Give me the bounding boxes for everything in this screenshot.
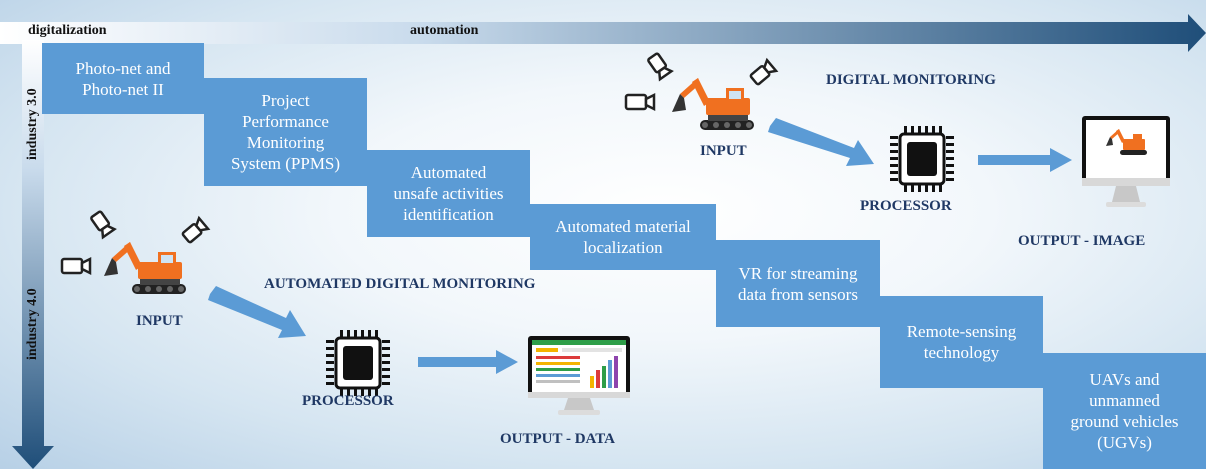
excavator-icon	[104, 242, 186, 294]
step-remote-sensing: Remote-sensing technology	[880, 296, 1043, 388]
axis-label-industry-4: industry 4.0	[25, 288, 40, 360]
axis-label-industry-3: industry 3.0	[25, 88, 40, 160]
camera-icon	[181, 215, 211, 244]
automated-processor-label: PROCESSOR	[302, 393, 394, 409]
processor-chip-icon	[890, 126, 954, 192]
step-vr-streaming: VR for streaming data from sensors	[716, 240, 880, 327]
camera-icon	[60, 256, 92, 276]
step-unsafe-activities: Automated unsafe activities identificati…	[367, 150, 530, 237]
camera-icon	[90, 210, 117, 240]
axis-label-automation: automation	[410, 23, 479, 38]
camera-icon	[647, 52, 674, 82]
flow-arrow	[978, 148, 1072, 172]
monitor-icon	[1082, 116, 1170, 207]
flow-arrow	[768, 118, 874, 166]
step-photo-net: Photo-net and Photo-net II	[42, 43, 204, 114]
digital-input-label: INPUT	[700, 143, 747, 159]
monitor-icon	[528, 336, 630, 415]
step-ppms: Project Performance Monitoring System (P…	[204, 78, 367, 186]
camera-icon	[624, 92, 656, 112]
step-uavs-ugvs: UAVs and unmanned ground vehicles (UGVs)	[1043, 353, 1206, 469]
step-material-localization: Automated material localization	[530, 204, 716, 270]
digital-monitoring-title: DIGITAL MONITORING	[826, 72, 996, 88]
processor-chip-icon	[326, 330, 390, 396]
excavator-icon	[672, 78, 754, 130]
camera-icon	[749, 57, 779, 86]
industry-axis-arrow	[12, 40, 54, 469]
axis-label-digitalization: digitalization	[28, 23, 107, 38]
automation-axis-arrow	[0, 14, 1206, 52]
automated-output-label: OUTPUT - DATA	[500, 431, 616, 447]
automated-input-label: INPUT	[136, 313, 183, 329]
flow-arrow	[418, 350, 518, 374]
flow-arrow	[208, 286, 306, 338]
digital-output-label: OUTPUT - IMAGE	[1018, 233, 1146, 249]
digital-processor-label: PROCESSOR	[860, 198, 952, 214]
automated-monitoring-title: AUTOMATED DIGITAL MONITORING	[264, 276, 536, 292]
